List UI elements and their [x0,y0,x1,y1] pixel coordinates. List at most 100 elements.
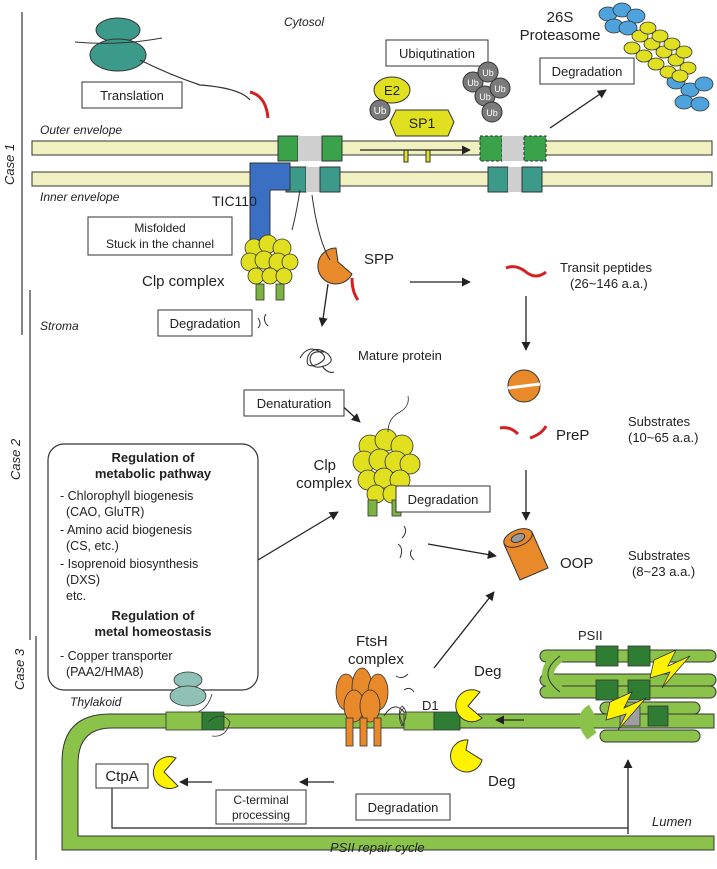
proteasome-icon [598,2,714,112]
regulation-item-3: (CS, etc.) [66,539,119,553]
cterm-label-2: processing [232,808,290,822]
degraded-channel [479,135,547,193]
regulation-heading-1b: metabolic pathway [95,466,212,481]
deg-protease-bottom [450,739,483,773]
oop-substrates-label-1: Substrates [628,548,691,563]
misfolded-chain [291,189,301,231]
svg-text:Ub: Ub [374,106,387,117]
translation-label: Translation [100,88,164,103]
peptide-fragments-2 [397,525,415,561]
proteasome-label-2: Proteasome [520,27,601,44]
degradation-label-1: Degradation [552,64,623,79]
degradation-label-3: Degradation [408,492,479,507]
ub-chain: Ub Ub Ub Ub Ub [462,61,511,123]
svg-text:E2: E2 [384,83,400,98]
clp-complex-label-2b: complex [296,475,352,492]
misfolded-box [87,216,233,256]
case2-label: Case 2 [8,438,23,480]
transit-peptide-red [249,90,270,119]
regulation-heading-1a: Regulation of [111,450,195,465]
transit-peptide-icon [505,265,547,278]
lightning-icons [605,649,691,731]
case1-label: Case 1 [2,144,17,185]
deg-protease-top [455,689,483,723]
deg-label-top: Deg [474,663,502,680]
cleaved-transit-peptide [350,277,360,301]
ribosome-icon [74,17,163,72]
cterm-box [215,789,307,825]
prep-substrates-label-1: Substrates [628,414,691,429]
transit-peptides-label-2: (26~146 a.a.) [570,276,648,291]
denaturation-label: Denaturation [257,396,331,411]
transit-peptides-label-1: Transit peptides [560,260,653,275]
ctpa-box [95,763,149,789]
clp-complex-case1 [240,234,299,301]
nascent-d1-ribosome [165,671,231,737]
psii-label: PSII [578,628,603,643]
arrow-ftsh-to-oop [433,591,495,669]
ftsh-label-1: FtsH [356,633,388,650]
thylakoid-label: Thylakoid [70,695,122,709]
regulation-item-4: - Isoprenoid biosynthesis [60,557,198,571]
regulation-heading-2b: metal homeostasis [94,624,211,639]
prep-label: PreP [556,427,589,444]
arrow-down-mature [318,283,329,327]
stroma-label: Stroma [40,319,79,333]
misfolded-label-1: Misfolded [134,221,185,235]
d1-label: D1 [422,698,439,713]
degradation-box-1 [539,57,635,85]
regulation-item-6: etc. [66,589,86,603]
ftsh-label-2: complex [348,651,404,668]
degradation-label-4: Degradation [368,800,439,815]
outer-envelope-label: Outer envelope [40,123,122,137]
degradation-box-2 [157,309,253,337]
prep-substrates-label-2: (10~65 a.a.) [628,430,698,445]
regulation-item2-1: (PAA2/HMA8) [66,665,144,679]
svg-text:Ub: Ub [479,92,491,102]
lumen-label: Lumen [652,814,692,829]
tic110-label: TIC110 [212,193,257,209]
degradation-label-2: Degradation [170,316,241,331]
prep-peptide-fragments [499,425,548,440]
ub-e2: Ub [369,99,391,121]
toc-tic-channel [277,135,343,193]
peptide-fragments-3 [395,673,415,693]
case3-label: Case 3 [12,648,27,690]
clp-complex-case2 [352,395,421,517]
nascent-chain [139,59,251,101]
arrow-fragments-to-oop [427,543,497,560]
ctpa-protease [152,756,179,790]
oop-label: OOP [560,555,593,572]
d1-chain [383,706,405,717]
svg-text:Ub: Ub [494,84,506,94]
d1-complex [399,705,461,731]
oop-peptidase [503,528,549,581]
inner-envelope-membrane [31,171,713,187]
repair-cycle-line [111,786,628,829]
clp-complex-label-1: Clp complex [142,273,225,290]
deg-label-bottom: Deg [488,773,516,790]
proteasome-label-1: 26S [547,9,574,26]
processed-chain [311,194,331,261]
svg-text:Ub: Ub [467,78,479,88]
thylakoid-membrane [61,713,715,851]
repair-cycle-label: PSII repair cycle [330,840,425,855]
ctpa-label: CtpA [105,768,138,785]
ubiquitination-label: Ubiqutination [399,46,475,61]
to-proteasome-arrow [549,89,607,129]
degradation-box-4 [355,793,451,821]
outer-envelope-membrane [31,140,713,156]
prep-peptidase [507,369,541,403]
spp-peptidase [317,247,353,285]
cterm-label-1: C-terminal [233,793,288,807]
svg-text:Ub: Ub [486,108,498,118]
e2-enzyme: E2 [373,76,411,104]
regulation-heading-2a: Regulation of [111,608,195,623]
case-brackets [21,12,37,860]
misfolded-label-2: Stuck in the channel [106,237,214,251]
mature-protein-icon [299,348,335,373]
cytosol-label: Cytosol [284,15,324,29]
mature-protein-label: Mature protein [358,348,442,363]
svg-text:Ub: Ub [482,68,494,78]
